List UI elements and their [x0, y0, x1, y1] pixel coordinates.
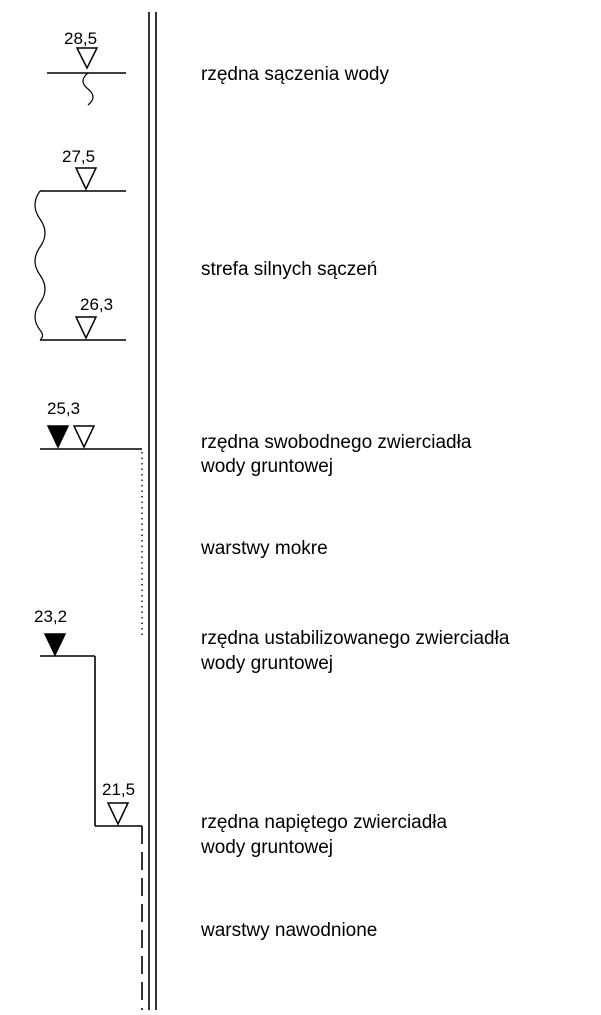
level-label-23-2: 23,2 [34, 607, 67, 626]
filled-triangle-icon [46, 425, 70, 449]
open-triangle-icon [75, 47, 99, 70]
desc-saturated-layers: warstwy nawodnione [200, 920, 377, 941]
desc-free-water-table-2: wody gruntowej [200, 456, 333, 477]
level-label-26-3: 26,3 [80, 295, 113, 314]
desc-stabilized-water-table-2: wody gruntowej [200, 653, 333, 674]
desc-stabilized-water-table-1: rzędna ustabilizowanego zwierciadła [201, 628, 510, 649]
strong-seepage-zone-marker: 27,5 26,3 [34, 147, 126, 341]
desc-free-water-table-1: rzędna swobodnego zwierciadła [201, 432, 472, 453]
free-water-table-marker: 25,3 [40, 399, 143, 635]
open-triangle-icon [72, 425, 96, 449]
desc-strong-seepage-zone: strefa silnych sączeń [201, 259, 377, 280]
level-label-28-5: 28,5 [64, 29, 97, 48]
level-label-21-5: 21,5 [102, 780, 135, 799]
open-triangle-icon [74, 167, 98, 191]
level-label-27-5: 27,5 [62, 147, 95, 166]
desc-confined-water-table-2: wody gruntowej [200, 837, 333, 858]
seepage-level-marker: 28,5 [47, 29, 126, 106]
confined-water-table-marker: 21,5 [95, 780, 143, 1010]
desc-wet-layers: warstwy mokre [200, 538, 328, 559]
seepage-wave-icon [82, 72, 94, 106]
open-triangle-icon [106, 802, 130, 826]
filled-triangle-icon [43, 633, 67, 657]
level-label-25-3: 25,3 [47, 399, 80, 418]
open-triangle-icon [74, 316, 98, 340]
seepage-zone-wave-icon [34, 190, 46, 341]
desc-seepage-level: rzędna sączenia wody [201, 64, 389, 85]
stabilized-water-table-marker: 23,2 [34, 607, 96, 826]
desc-confined-water-table-1: rzędna napiętego zwierciadła [201, 812, 448, 833]
